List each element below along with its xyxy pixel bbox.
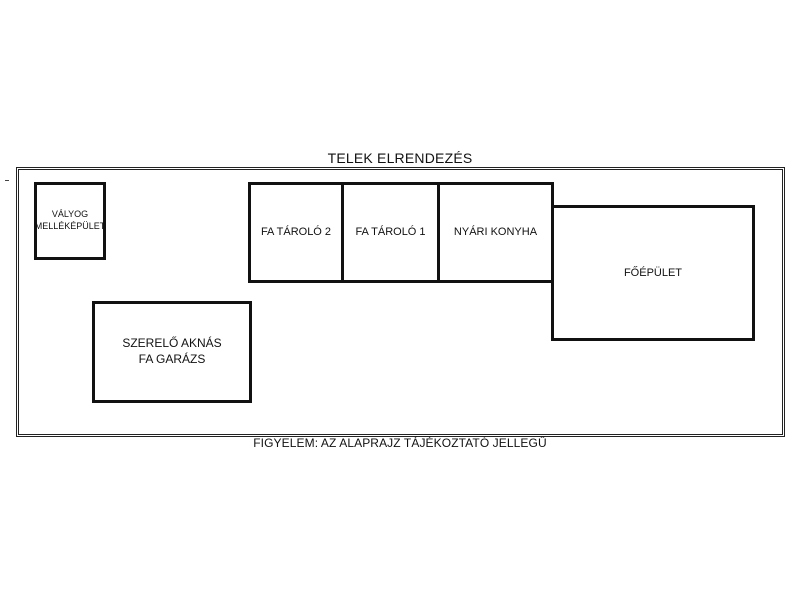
building-label: FŐÉPÜLET	[623, 266, 683, 279]
building-label: FA TÁROLÓ 1	[355, 226, 426, 239]
building-label: NYÁRI KONYHA	[453, 226, 538, 239]
building-foepulet: FŐÉPÜLET	[551, 205, 755, 341]
disclaimer-note: FIGYELEM: AZ ALAPRAJZ TÁJÉKOZTATÓ JELLEG…	[253, 436, 547, 450]
building-label: SZERELŐ AKNÁS FA GARÁZS	[122, 336, 222, 366]
building-fa-garazs: SZERELŐ AKNÁS FA GARÁZS	[92, 301, 252, 403]
building-fa-tarolo-1: FA TÁROLÓ 1	[341, 182, 440, 283]
tick-mark	[5, 180, 9, 181]
building-label: VÁLYOG MELLÉKÉPÜLET	[34, 209, 106, 231]
plot-boundary	[16, 167, 785, 437]
page-title: TELEK ELRENDEZÉS	[327, 150, 473, 166]
building-label: FA TÁROLÓ 2	[260, 226, 332, 239]
building-valyog-melleképulet: VÁLYOG MELLÉKÉPÜLET	[34, 182, 106, 260]
building-nyari-konyha: NYÁRI KONYHA	[437, 182, 554, 283]
building-fa-tarolo-2: FA TÁROLÓ 2	[248, 182, 344, 283]
